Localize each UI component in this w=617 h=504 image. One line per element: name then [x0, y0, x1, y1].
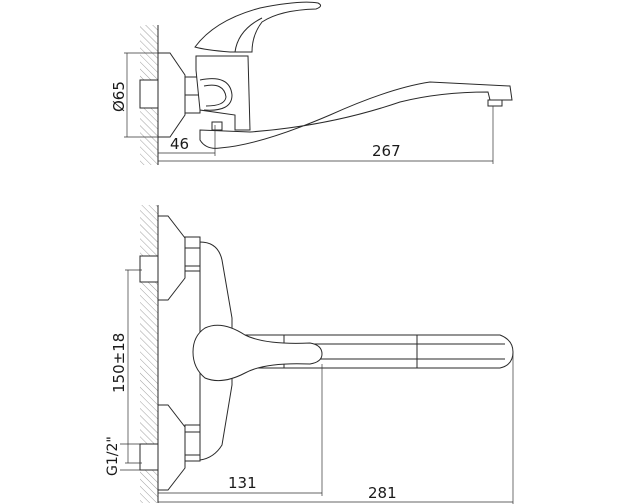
upper-inlet [139, 255, 159, 283]
thread-dimension: G1/2" [105, 436, 140, 476]
lever-handle [192, 324, 323, 382]
lower-inlet [139, 443, 159, 471]
top-view: Ø65 46 267 [110, 1, 513, 165]
flange-diameter-label: Ø65 [110, 81, 128, 112]
lever-reach-dimension: 131 [158, 364, 323, 496]
outlet-offset-label: 46 [170, 135, 189, 153]
wall-flange [157, 52, 186, 138]
spout-reach-label: 267 [372, 142, 401, 160]
inlet-spacing-label: 150±18 [110, 333, 128, 393]
lower-flange [157, 404, 186, 491]
spout [199, 81, 513, 149]
lower-nut [184, 424, 201, 462]
total-reach-dimension: 281 [158, 352, 514, 504]
offset-dimension: 46 [158, 125, 216, 156]
thread-size-label: G1/2" [105, 436, 121, 476]
inlet-spacing-dimension: 150±18 [110, 269, 142, 464]
lever-handle [194, 1, 322, 53]
lever-reach-label: 131 [228, 474, 257, 492]
upper-flange [157, 215, 186, 301]
diameter-dimension: Ø65 [110, 52, 158, 138]
front-view: 150±18 G1/2" 131 281 [105, 205, 514, 504]
reach-dimension: 267 [158, 106, 494, 164]
total-reach-label: 281 [368, 484, 397, 502]
aerator [487, 99, 503, 107]
valve-body [195, 55, 251, 131]
inlet-pipe [139, 79, 159, 109]
